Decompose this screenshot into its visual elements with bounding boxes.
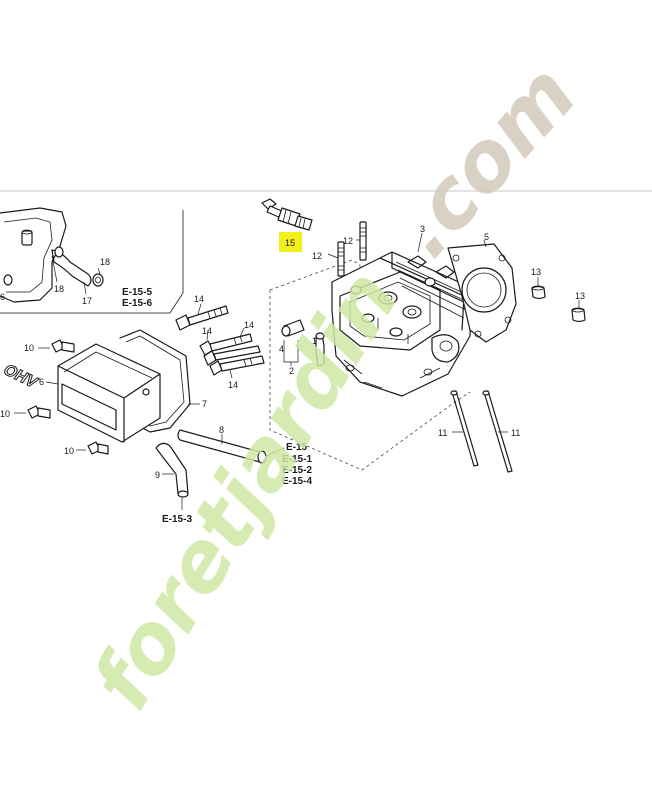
label-17-inset: 17 xyxy=(82,296,92,306)
label-15: 15 xyxy=(285,238,295,248)
label-14-b: 14 xyxy=(202,326,212,336)
label-6-inset: 6 xyxy=(0,292,5,302)
ref-e-15: E-15 xyxy=(286,442,308,453)
label-11-a: 11 xyxy=(438,428,447,438)
label-7: 7 xyxy=(202,399,207,409)
highlight-15-box xyxy=(279,232,302,252)
label-13-b: 13 xyxy=(575,291,585,301)
valve-parts xyxy=(281,319,325,367)
ref-e-15-6: E-15-6 xyxy=(122,298,152,309)
drain-tube xyxy=(155,442,189,498)
breather-tube xyxy=(177,429,267,464)
label-10-b: 10 xyxy=(0,409,10,419)
ref-e-15-1: E-15-1 xyxy=(282,454,312,465)
flange-bolts-10 xyxy=(14,339,109,455)
bolts-14 xyxy=(175,303,265,379)
label-9: 9 xyxy=(155,470,160,480)
inset-breather-view xyxy=(0,207,184,314)
cover-gasket xyxy=(119,329,200,433)
head-cover xyxy=(45,343,161,443)
head-cover-ohv-text: OHV xyxy=(0,361,42,391)
spark-plug xyxy=(261,198,313,231)
label-14-a: 14 xyxy=(194,294,204,304)
label-14-d: 14 xyxy=(228,380,238,390)
label-14-c: 14 xyxy=(244,320,254,330)
label-10-a: 10 xyxy=(24,343,34,353)
leader-3 xyxy=(417,232,423,253)
label-2: 2 xyxy=(289,366,294,376)
label-1: 1 xyxy=(312,336,317,346)
ref-e-15-2: E-15-2 xyxy=(282,465,312,476)
label-13-a: 13 xyxy=(531,267,541,277)
dowel-pins-13 xyxy=(531,277,586,323)
label-3: 3 xyxy=(420,224,425,234)
label-8: 8 xyxy=(219,425,224,435)
push-rods-11 xyxy=(450,390,513,473)
head-gasket xyxy=(447,239,517,343)
label-11-b: 11 xyxy=(511,428,520,438)
leader-e-15 xyxy=(265,447,285,457)
label-10-c: 10 xyxy=(64,446,74,456)
label-6: 6 xyxy=(39,377,44,387)
studs-12 xyxy=(327,221,367,277)
label-18-inset-a: 18 xyxy=(100,257,110,267)
label-4: 4 xyxy=(279,344,284,354)
label-12-a: 12 xyxy=(312,251,322,261)
label-18-inset-b: 18 xyxy=(54,284,64,294)
ref-e-15-4: E-15-4 xyxy=(282,476,312,487)
ref-e-15-5: E-15-5 xyxy=(122,287,152,298)
ref-e-15-3: E-15-3 xyxy=(162,514,192,525)
label-5: 5 xyxy=(484,232,489,242)
label-12-b: 12 xyxy=(343,236,353,246)
